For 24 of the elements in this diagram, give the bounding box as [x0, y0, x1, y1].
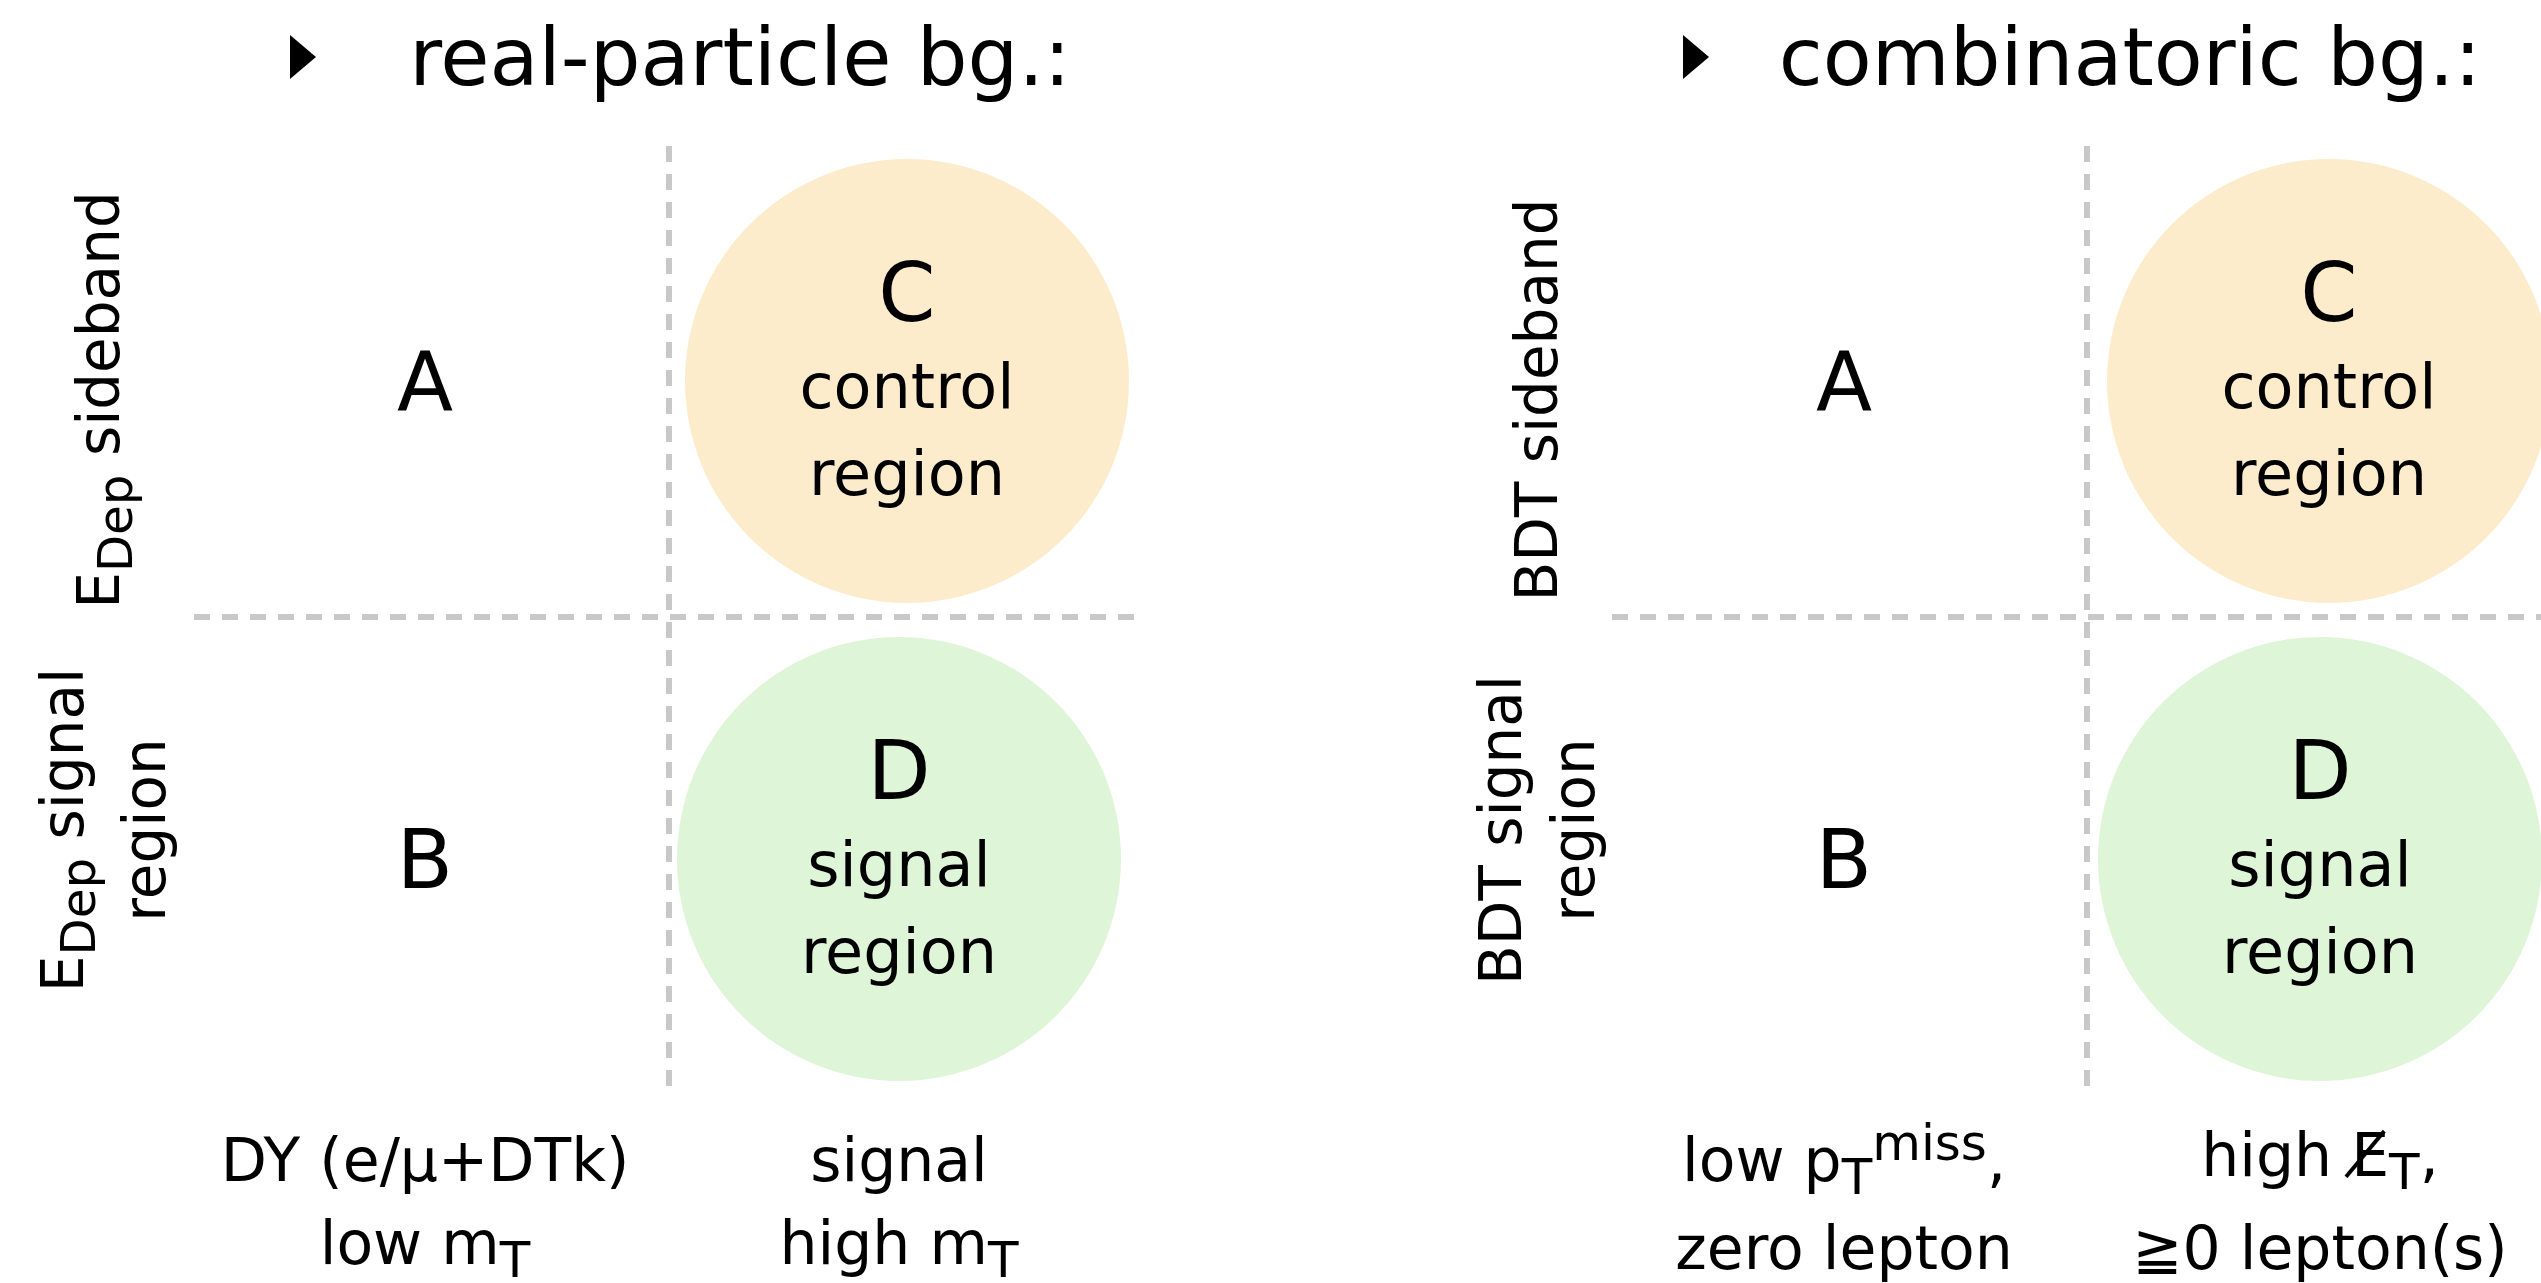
region-letter: A: [396, 333, 454, 429]
axis-label: low m$_{T}$: [319, 1207, 531, 1283]
region-letter: C: [878, 244, 936, 340]
axis-label: BDT signal region: [1465, 674, 1608, 987]
axis-label: ≧0 lepton(s): [2132, 1213, 2508, 1283]
region-letter: B: [396, 811, 454, 907]
axis-label: high E̸$_{T}$,: [2201, 1119, 2439, 1201]
axis-label: signal: [810, 1125, 988, 1195]
region-letter: C: [2300, 244, 2358, 340]
panel-heading: real-particle bg.:: [409, 10, 1071, 104]
panel-heading: combinatoric bg.:: [1778, 10, 2482, 104]
region-letter: B: [1815, 811, 1873, 907]
axis-label: low p$_{T}$$^{miss}$,: [1682, 1114, 2006, 1206]
axis-label: DY (e/μ+DTk): [220, 1125, 630, 1195]
region-letter: D: [2288, 722, 2352, 818]
axis-label: zero lepton: [1675, 1213, 2013, 1283]
region-description: signal region: [2220, 826, 2420, 990]
region-letter: A: [1815, 333, 1873, 429]
region-letter: D: [867, 722, 931, 818]
region-description: control region: [798, 348, 1016, 512]
region-description: control region: [2220, 348, 2438, 512]
region-description: signal region: [799, 826, 999, 990]
axis-label: high m$_{T}$: [779, 1207, 1019, 1283]
axis-label: BDT sideband: [1501, 197, 1572, 604]
